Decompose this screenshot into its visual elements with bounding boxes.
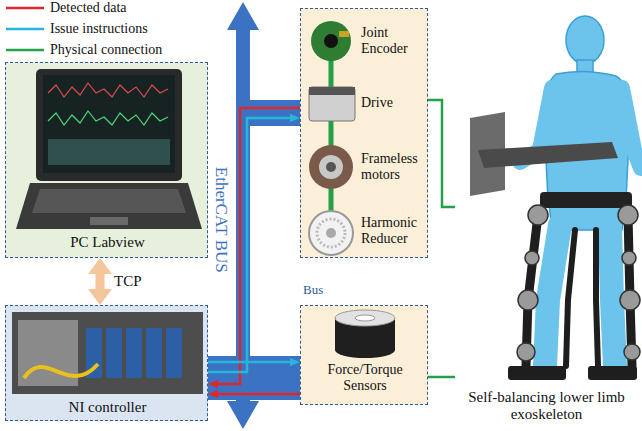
physical-link bbox=[428, 376, 455, 379]
joint-motors bbox=[525, 251, 539, 265]
node-label: Frameless motors bbox=[361, 151, 427, 183]
exoskeleton-bars bbox=[526, 215, 632, 366]
tcp-arrow bbox=[96, 274, 105, 289]
ethercat-bus-arrow bbox=[227, 401, 259, 429]
laptop-photo bbox=[43, 75, 175, 173]
actuator-parts-photos bbox=[339, 31, 349, 37]
legend-green-line bbox=[6, 49, 44, 52]
bus-name: EtherCAT BUS bbox=[211, 167, 231, 273]
actuator-parts-photos bbox=[324, 34, 338, 48]
joint-motors bbox=[518, 290, 538, 310]
pc-box: PC Labview bbox=[5, 62, 208, 258]
exoskeleton-bars bbox=[566, 230, 575, 366]
legend-red-line bbox=[6, 7, 44, 10]
node-label: Drive bbox=[361, 95, 427, 111]
edge-label: TCP bbox=[114, 273, 142, 290]
physical-link bbox=[428, 100, 455, 207]
ethercat-bus-arrow bbox=[207, 2, 301, 429]
joint-motors bbox=[618, 205, 638, 225]
legend-sample-lines bbox=[6, 8, 44, 50]
instruction-line bbox=[208, 118, 290, 372]
controller-box: NI controller bbox=[5, 305, 208, 421]
laptop-photo bbox=[32, 189, 186, 213]
laptop-photo bbox=[36, 69, 182, 181]
actuator-parts-photos bbox=[319, 155, 343, 179]
actuator-parts-photos bbox=[329, 59, 334, 217]
bus-label: Bus bbox=[303, 283, 323, 298]
front-plate bbox=[478, 142, 618, 168]
actuator-parts-photos bbox=[309, 145, 353, 189]
node-label: PC Labview bbox=[6, 234, 209, 251]
foot-plate bbox=[508, 366, 566, 380]
node-label: NI controller bbox=[6, 399, 209, 416]
exoskeleton-bars bbox=[596, 230, 598, 366]
actuator-parts-photos bbox=[326, 228, 336, 238]
node-label: Harmonic Reducer bbox=[361, 215, 427, 247]
human-limbs bbox=[520, 88, 641, 366]
actuator-parts-photos bbox=[311, 21, 351, 61]
joint-motors bbox=[528, 205, 548, 225]
joint-motors bbox=[622, 251, 636, 265]
joint-motors bbox=[620, 290, 640, 310]
laptop-photo bbox=[90, 217, 128, 225]
actuator-parts-photos bbox=[309, 211, 353, 255]
node-label: Force/Torque Sensors bbox=[315, 362, 415, 394]
actuator-parts-photos bbox=[309, 87, 355, 95]
foot-plate bbox=[588, 366, 637, 380]
ethercat-bus-arrow bbox=[227, 2, 259, 30]
sensor-photo bbox=[335, 342, 395, 358]
node-label: Joint Encoder bbox=[361, 25, 427, 57]
controller-photo bbox=[106, 328, 122, 378]
legend-text: Issue instructions bbox=[50, 21, 148, 37]
exoskeleton-illustration bbox=[470, 16, 641, 380]
joint-motors bbox=[624, 344, 640, 360]
waist-belt bbox=[540, 192, 632, 208]
controller-photo bbox=[12, 312, 203, 394]
controller-photo bbox=[146, 328, 162, 378]
node-label: Self-balancing lower limb exoskeleton bbox=[455, 389, 638, 424]
sensor-box: Force/Torque Sensors bbox=[300, 305, 428, 405]
human-limbs bbox=[622, 88, 641, 168]
actuator-parts-photos bbox=[326, 162, 336, 172]
human-body bbox=[566, 16, 604, 64]
sensor-photo bbox=[355, 315, 375, 321]
legend-text: Physical connection bbox=[50, 42, 162, 58]
laptop-photo bbox=[48, 111, 168, 125]
human-limbs bbox=[545, 225, 560, 366]
actuator-parts-photos bbox=[309, 87, 355, 121]
joint-motors bbox=[517, 343, 535, 361]
legend-cyan-line bbox=[6, 28, 44, 31]
legend-text: Detected data bbox=[50, 0, 127, 16]
instruction-line bbox=[208, 361, 290, 364]
actuator-box: Joint EncoderDriveFrameless motorsHarmon… bbox=[300, 8, 428, 258]
controller-photo bbox=[126, 328, 142, 378]
laptop-photo bbox=[48, 139, 170, 165]
human-limbs bbox=[610, 225, 615, 366]
actuator-parts-photos bbox=[317, 219, 345, 247]
controller-photo bbox=[24, 364, 98, 378]
laptop-photo bbox=[48, 83, 168, 97]
ethercat-bus-arrow bbox=[249, 100, 301, 126]
joint-motors bbox=[517, 205, 640, 361]
data-line bbox=[218, 393, 300, 396]
laptop-photo bbox=[6, 63, 209, 259]
exoskeleton-figure: Self-balancing lower limb exoskeleton bbox=[455, 5, 638, 428]
laptop-photo bbox=[16, 183, 202, 229]
sensor-photo bbox=[335, 310, 395, 326]
controller-photo bbox=[166, 328, 182, 378]
